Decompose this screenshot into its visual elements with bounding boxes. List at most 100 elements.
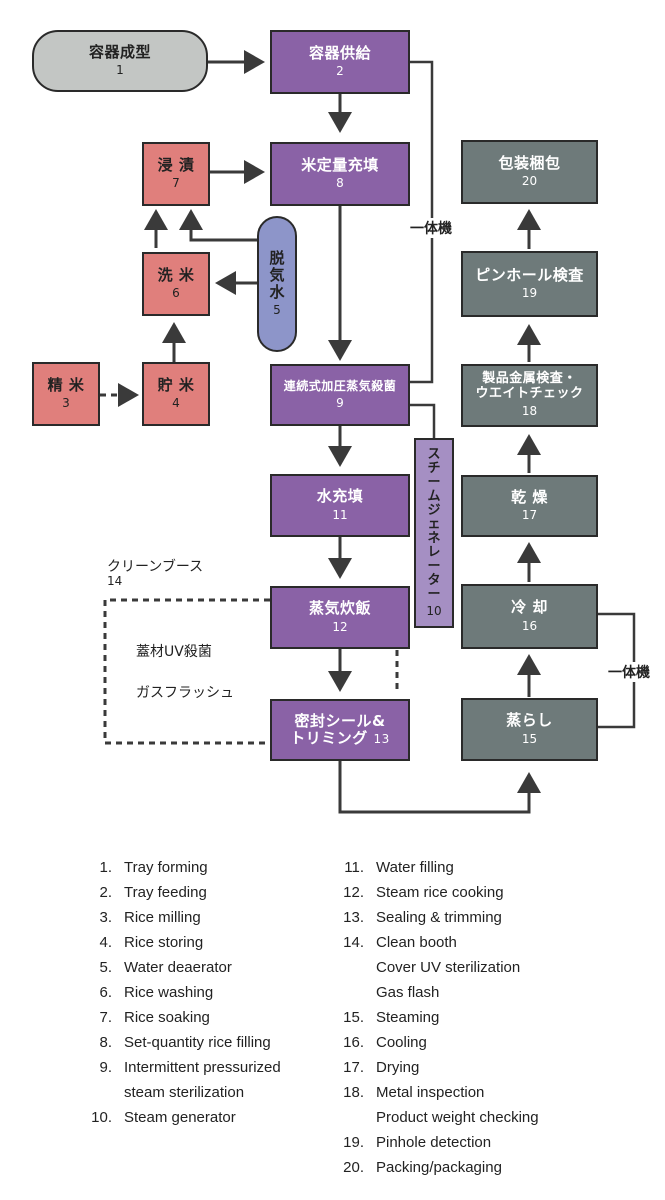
label-uv-sterilization: 蓋材UV殺菌 [136,644,212,660]
legend-row: 20. Packing/packaging [330,1155,539,1180]
label-integrated-unit-top: 一体機 [408,218,454,238]
legend-text: Packing/packaging [376,1159,502,1176]
node-number: 6 [172,286,180,301]
char: ー [427,558,441,574]
node-rice-milling: 精 米 3 [32,362,100,426]
node-steam-generator: ス チ ー ム ジ ェ ネ レ ー タ ー 10 [414,438,454,628]
char: ム [427,488,441,504]
legend-text: steam sterilization [124,1084,245,1101]
node-cooling: 冷 却 16 [461,584,598,649]
legend-row: 9.Intermittent pressurized [78,1055,280,1080]
label-clean-booth: クリーンブース [107,559,204,575]
legend-num: 1. [99,859,112,876]
node-steam-rice-cooking: 蒸気炊飯 12 [270,586,410,649]
char: レ [427,544,441,560]
clean-booth-enclosure [103,598,270,745]
node-number: 9 [336,395,344,410]
node-label: 蒸らし [506,711,553,730]
node-rice-washing: 洗 米 6 [142,252,210,316]
char: ェ [427,516,441,532]
legend-num: 2. [99,884,112,901]
node-label: 乾 燥 [511,487,548,506]
legend-num: 19. [343,1134,364,1151]
legend-text: Steam generator [124,1109,236,1126]
legend-right: 11. Water filling 12.Steam rice cooking 1… [330,855,539,1180]
label-integrated-unit-right: 一体機 [606,662,652,682]
node-tray-feeding: 容器供給 2 [270,30,410,94]
legend-num [330,955,364,980]
node-label: 洗 米 [157,265,195,284]
legend-row: 8.Set-quantity rice filling [78,1030,281,1055]
node-label: 精 米 [47,375,85,394]
legend-num: 14. [343,934,364,951]
node-steaming: 蒸らし 15 [461,698,598,761]
legend-row: 6. Rice washing [78,980,281,1005]
label-clean-booth-number: 14 [107,574,123,588]
char: タ [427,572,441,588]
legend-num [330,1105,364,1130]
node-label: 水充填 [316,487,364,506]
legend-num: 5. [99,959,112,976]
legend-num: 6. [99,984,112,1001]
node-label: ピンホール検査 [475,265,584,284]
node-steam-sterilization: 連続式加圧蒸気殺菌 9 [270,364,410,426]
legend-text: Rice washing [124,984,214,1001]
legend-text: Gas flash [376,984,440,1001]
legend-row: 17. Drying [330,1055,539,1080]
node-rice-soaking: 浸 漬 7 [142,142,210,206]
legend-row: 7.Rice soaking [78,1005,281,1030]
legend-row: Gas flash [330,980,539,1005]
node-number: 4 [172,396,180,411]
node-number: 18 [521,404,538,419]
legend-row: 13.Sealing & trimming [330,905,539,930]
node-drying: 乾 燥 17 [461,475,598,537]
node-number: 5 [273,303,281,318]
node-number: 20 [521,174,538,189]
node-label: 容器成型 [88,42,151,61]
node-rice-storing: 貯 米 4 [142,362,210,426]
arrow-5-7 [179,209,257,242]
legend-row: 12.Steam rice cooking [330,880,539,905]
char: チ [427,460,441,476]
char: ネ [427,530,441,546]
legend-num: 17. [343,1059,364,1076]
legend-row: 2.Tray feeding [78,880,281,905]
legend-text: Clean booth [376,934,457,951]
node-packing: 包装梱包 20 [461,140,598,204]
legend-text: Drying [376,1059,420,1076]
legend-row: 15.Steaming [330,1005,539,1030]
legend-text: Sealing & trimming [376,909,502,926]
node-label: 貯 米 [157,375,195,394]
node-number: 12 [332,619,348,634]
legend-row: 16.Cooling [330,1030,539,1055]
node-number: 15 [521,731,538,746]
node-label: 蒸気炊飯 [308,599,371,618]
label-gas-flash: ガスフラッシュ [136,685,234,701]
legend-text: Water deaerator [124,959,232,976]
node-number: 3 [62,396,70,411]
legend-row: 10. Steam generator [78,1105,281,1130]
legend-num: 7. [99,1009,112,1026]
node-water-filling: 水充填 11 [270,474,410,537]
legend-text: Water filling [376,859,454,876]
node-label: 連続式加圧蒸気殺菌 [283,378,397,393]
legend-num: 9. [99,1059,112,1076]
legend-num: 20. [343,1159,364,1176]
node-pinhole-detection: ピンホール検査 19 [461,251,598,317]
legend-row: 19.Pinhole detection [330,1130,539,1155]
legend-num: 10. [91,1109,112,1126]
legend-num: 8. [99,1034,112,1051]
legend-row: 3.Rice milling [78,905,281,930]
char: 脱 [269,249,285,268]
legend-text: Metal inspection [376,1084,485,1101]
node-tray-forming: 容器成型 1 [32,30,208,92]
legend-num: 12. [343,884,364,901]
legend-row: Cover UV sterilization [330,955,539,980]
node-number: 19 [521,286,538,301]
legend-left: 1.Tray forming 2.Tray feeding 3.Rice mil… [78,855,281,1130]
legend-text: Cooling [376,1034,427,1051]
node-number: 8 [336,176,344,191]
node-number: 16 [521,618,538,633]
legend-num: 11. [344,859,364,876]
char: ス [427,446,441,462]
